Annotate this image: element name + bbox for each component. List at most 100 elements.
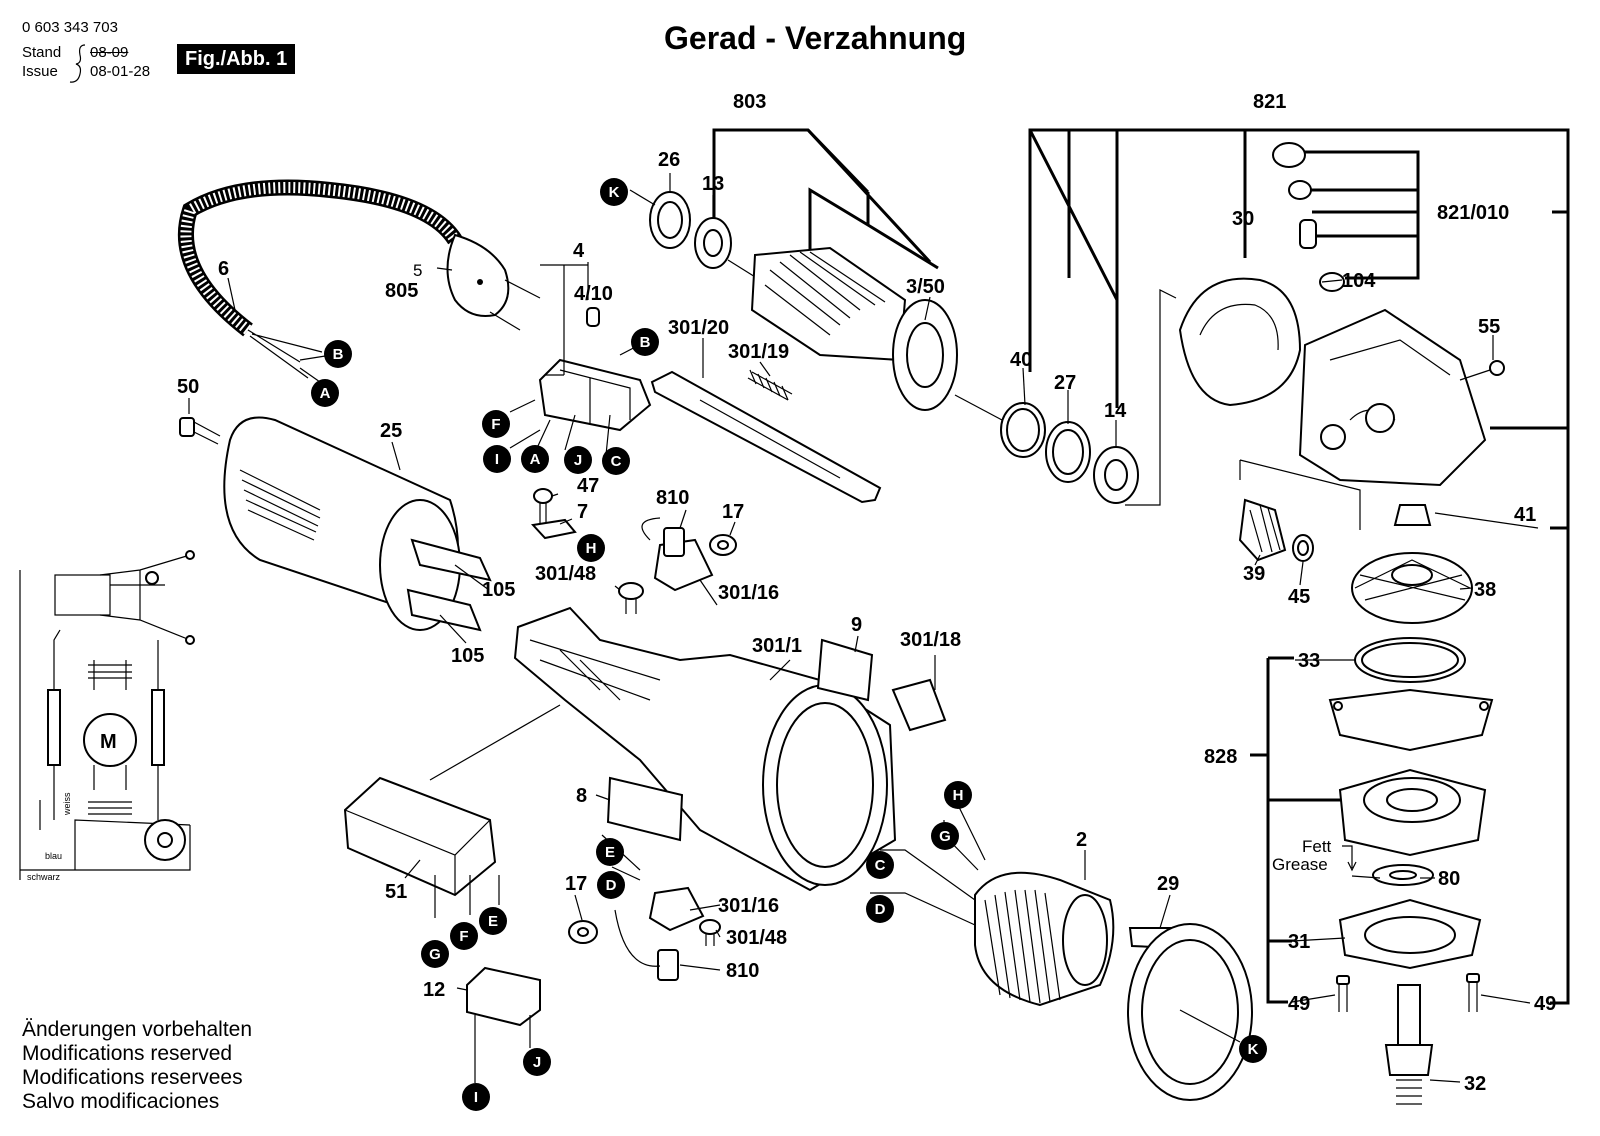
motor-symbol-label: M bbox=[100, 731, 117, 753]
svg-text:F: F bbox=[459, 928, 468, 945]
bracket-828 bbox=[1250, 656, 1350, 1004]
label-105-b bbox=[406, 588, 482, 632]
part-9: 9 bbox=[851, 614, 862, 636]
stand-value: 08-09 bbox=[90, 44, 129, 61]
part-301-16-upper: 301/16 bbox=[718, 582, 779, 604]
motor-housing-301-1 bbox=[513, 606, 897, 892]
air-guide-29 bbox=[1127, 923, 1253, 1101]
field-coil-2 bbox=[974, 871, 1115, 1007]
part-13: 13 bbox=[702, 173, 724, 195]
part-39: 39 bbox=[1243, 563, 1265, 585]
part-26: 26 bbox=[658, 149, 680, 171]
part-301-48-upper: 301/48 bbox=[535, 563, 596, 585]
note-de: Änderungen vorbehalten bbox=[22, 1018, 253, 1041]
connector-H-field: H bbox=[944, 781, 972, 809]
note-es: Salvo modificaciones bbox=[22, 1090, 220, 1113]
part-17-lower: 17 bbox=[565, 873, 587, 895]
part-821: 821 bbox=[1253, 91, 1286, 113]
svg-text:K: K bbox=[1248, 1041, 1259, 1058]
part-number: 0 603 343 703 bbox=[22, 19, 118, 36]
part-17-upper: 17 bbox=[722, 501, 744, 523]
connector-I-switch: I bbox=[483, 445, 511, 473]
grease-arrow bbox=[1342, 845, 1357, 872]
grease-label: Grease bbox=[1272, 855, 1328, 874]
bracket-803 bbox=[712, 128, 939, 270]
clip-7 bbox=[530, 518, 577, 540]
part-5: 5 bbox=[413, 261, 422, 280]
svg-text:J: J bbox=[533, 1054, 541, 1071]
connector-F-suppressor: F bbox=[450, 922, 478, 950]
part-29: 29 bbox=[1157, 873, 1179, 895]
connector-K-airguide: K bbox=[1239, 1035, 1267, 1063]
screw-55 bbox=[1459, 360, 1505, 381]
part-50: 50 bbox=[177, 376, 199, 398]
connector-J-component: J bbox=[523, 1048, 551, 1076]
grease-point bbox=[1351, 875, 1381, 879]
grease-fett-label: Fett bbox=[1302, 837, 1332, 856]
part-2: 2 bbox=[1076, 829, 1087, 851]
spring-17-upper bbox=[709, 534, 737, 556]
button-821-010 bbox=[1272, 142, 1345, 292]
part-27: 27 bbox=[1054, 372, 1076, 394]
wire-blau-label: blau bbox=[45, 851, 62, 861]
leader-lines bbox=[188, 173, 1539, 1083]
label-8 bbox=[606, 776, 684, 842]
part-4: 4 bbox=[573, 240, 585, 262]
gasket-828 bbox=[1328, 688, 1494, 752]
wire-schwarz-label: schwarz bbox=[27, 872, 61, 882]
issue-label: Issue bbox=[22, 63, 58, 80]
screw-49-left bbox=[1336, 975, 1350, 1012]
part-14: 14 bbox=[1104, 400, 1127, 422]
bracket-821-010 bbox=[1292, 150, 1420, 280]
header-brace bbox=[69, 44, 86, 83]
part-33: 33 bbox=[1298, 650, 1320, 672]
part-31: 31 bbox=[1288, 931, 1310, 953]
seal-ring-33 bbox=[1354, 637, 1466, 683]
circuit-diagram bbox=[19, 550, 195, 880]
svg-text:A: A bbox=[530, 451, 541, 468]
part-80: 80 bbox=[1438, 868, 1460, 890]
plate-31 bbox=[1338, 898, 1482, 970]
part-828: 828 bbox=[1204, 746, 1237, 768]
wire-weiss-label: weiss bbox=[62, 792, 72, 816]
screw-301-48-upper bbox=[618, 582, 644, 614]
part-51: 51 bbox=[385, 881, 407, 903]
part-labels: 803 821 821/010 104 30 26 13 4 4/10 3/50… bbox=[177, 91, 1556, 1095]
part-47: 47 bbox=[577, 475, 599, 497]
bevel-gear-38 bbox=[1351, 552, 1473, 624]
svg-text:I: I bbox=[495, 451, 499, 468]
bearing-13 bbox=[694, 217, 732, 269]
part-32: 32 bbox=[1464, 1073, 1486, 1095]
part-55: 55 bbox=[1478, 316, 1500, 338]
part-105-upper: 105 bbox=[482, 579, 515, 601]
svg-text:B: B bbox=[640, 334, 651, 351]
part-8: 8 bbox=[576, 785, 587, 807]
washer-80 bbox=[1372, 864, 1434, 886]
issue-value: 08-01-28 bbox=[90, 63, 151, 80]
part-49-right: 49 bbox=[1534, 993, 1556, 1015]
bearing-flange-828 bbox=[1338, 768, 1487, 857]
part-301-48-lower: 301/48 bbox=[726, 927, 787, 949]
connector-E-suppressor: E bbox=[479, 907, 507, 935]
note-fr: Modifications reservees bbox=[22, 1066, 243, 1089]
figure-label: Fig./Abb. 1 bbox=[177, 44, 296, 74]
connector-B-switch: B bbox=[631, 328, 659, 356]
svg-text:G: G bbox=[429, 946, 441, 963]
connector-K-bearing: K bbox=[600, 178, 628, 206]
connector-H-brush: H bbox=[577, 534, 605, 562]
power-plug bbox=[446, 233, 541, 331]
part-38: 38 bbox=[1474, 579, 1496, 601]
ring-27 bbox=[1045, 421, 1091, 483]
part-49-left: 49 bbox=[1288, 993, 1310, 1015]
gear-housing bbox=[1298, 308, 1487, 487]
svg-text:C: C bbox=[875, 857, 886, 874]
bracket-821 bbox=[1028, 128, 1570, 1005]
connector-A-cord: A bbox=[311, 379, 339, 407]
part-301-18: 301/18 bbox=[900, 629, 961, 651]
svg-text:E: E bbox=[605, 844, 615, 861]
connector-C-switch: C bbox=[602, 447, 630, 475]
screw-49-right bbox=[1466, 973, 1480, 1012]
svg-text:F: F bbox=[491, 416, 500, 433]
part-301-16-lower: 301/16 bbox=[718, 895, 779, 917]
part-6: 6 bbox=[218, 258, 229, 280]
